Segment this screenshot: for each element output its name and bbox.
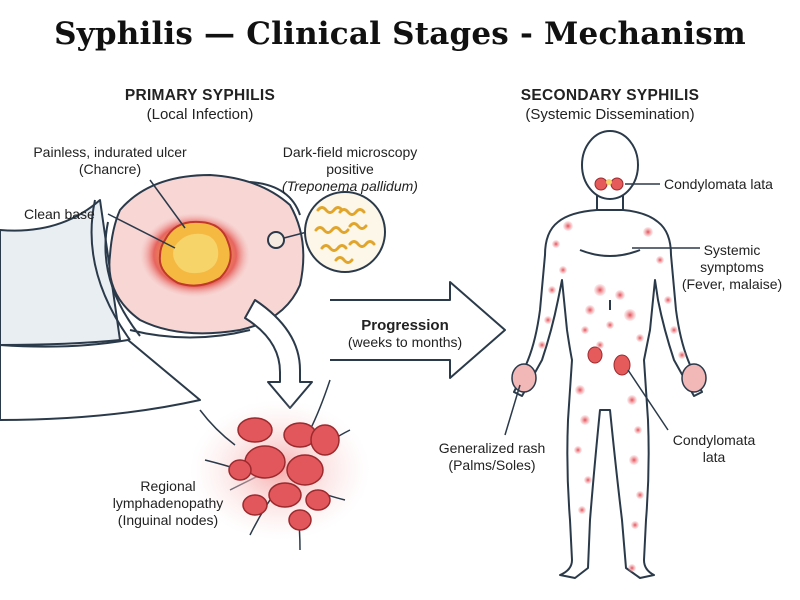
progression-title: Progression — [361, 317, 449, 334]
groin-lesions — [587, 346, 631, 376]
lymph-label-line1: Regional — [140, 478, 196, 494]
primary-heading-block: PRIMARY SYPHILIS (Local Infection) — [90, 86, 310, 124]
darkfield-label-line3: (Treponema pallidum) — [282, 178, 418, 194]
sample-point — [267, 231, 285, 249]
clean-base-label: Clean base — [24, 206, 95, 222]
progression-arrow — [330, 281, 506, 379]
chancre-label-line2: (Chancre) — [78, 161, 142, 177]
chancre-label: Painless, indurated ulcer (Chancre) — [20, 144, 200, 178]
systemic-line3: (Fever, malaise) — [681, 276, 783, 292]
darkfield-label: Dark-field microscopy positive (Treponem… — [262, 144, 438, 195]
primary-subheading: (Local Infection) — [146, 106, 254, 123]
microscopy-inset — [304, 191, 386, 273]
progression-label: Progression (weeks to months) — [330, 317, 480, 351]
darkfield-label-line1: Dark-field microscopy — [282, 144, 418, 160]
page-title: Syphilis — Clinical Stages - Mechanism — [54, 16, 746, 52]
secondary-heading: SECONDARY SYPHILIS — [520, 87, 700, 104]
condylomata-groin-line2: lata — [702, 449, 726, 465]
rash-line1: Generalized rash — [438, 440, 546, 456]
rash-line2: (Palms/Soles) — [448, 457, 536, 473]
systemic-symptoms-label: Systemic symptoms (Fever, malaise) — [672, 242, 792, 293]
lymph-label-line2: lymphadenopathy — [112, 495, 224, 511]
lymph-node-cluster — [190, 379, 370, 551]
secondary-subheading: (Systemic Dissemination) — [525, 106, 695, 123]
skin-section — [0, 174, 305, 421]
rash-spots — [538, 221, 686, 572]
darkfield-label-line2: positive — [326, 161, 374, 177]
chancre-ulcer — [140, 213, 250, 297]
mouth-lesions — [594, 177, 624, 191]
condylomata-groin-line1: Condylomata — [672, 432, 756, 448]
secondary-leader-lines — [504, 183, 700, 436]
condylomata-groin-label: Condylomata lata — [664, 432, 764, 466]
secondary-heading-block: SECONDARY SYPHILIS (Systemic Disseminati… — [490, 86, 730, 124]
chancre-label-line1: Painless, indurated ulcer — [33, 144, 187, 160]
rash-label: Generalized rash (Palms/Soles) — [432, 440, 552, 474]
lymph-label-line3: (Inguinal nodes) — [117, 512, 219, 528]
lymphadenopathy-label: Regional lymphadenopathy (Inguinal nodes… — [98, 478, 238, 529]
palms — [511, 363, 707, 393]
systemic-line1: Systemic — [703, 242, 761, 258]
condylomata-mouth-label: Condylomata lata — [664, 176, 773, 192]
systemic-line2: symptoms — [700, 259, 764, 275]
progression-subtitle: (weeks to months) — [347, 334, 463, 350]
body-figure — [513, 130, 703, 579]
primary-heading: PRIMARY SYPHILIS — [124, 87, 276, 104]
lymph-arrow — [244, 299, 313, 409]
